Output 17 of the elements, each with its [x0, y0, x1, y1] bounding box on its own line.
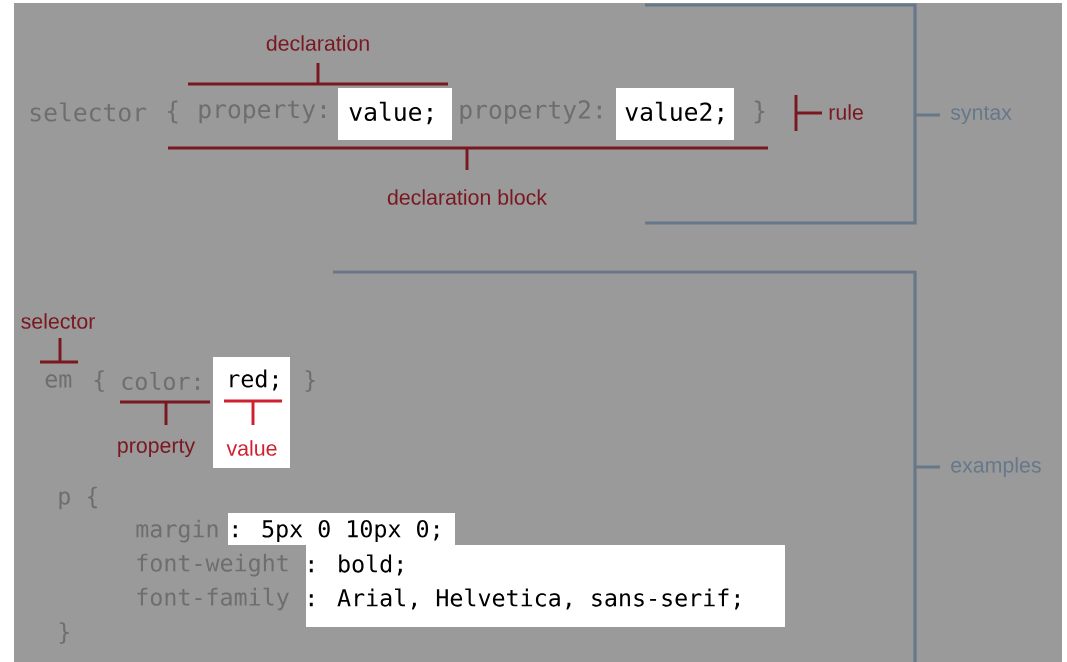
code-text: : Arial, Helvetica, sans-serif; — [309, 588, 739, 610]
code-text: : bold; — [309, 554, 402, 576]
annotation-label: declaration — [266, 35, 369, 51]
annotation-label: selector — [21, 313, 95, 329]
code-text: red; — [230, 369, 277, 391]
code-text: } — [59, 622, 69, 644]
code-text: value2; — [625, 101, 723, 125]
code-text: { — [94, 370, 104, 392]
code-text: value; — [349, 101, 432, 125]
annotation-label: value — [226, 440, 277, 456]
code-text: } — [754, 100, 765, 124]
annotation-label: property — [118, 438, 196, 458]
code-text: } — [305, 370, 315, 392]
code-text: : 5px 0 10px 0; — [233, 519, 439, 543]
annotation-label: declaration block — [387, 189, 547, 205]
annotation-label: rule — [829, 104, 863, 120]
code-text: { — [167, 100, 178, 124]
